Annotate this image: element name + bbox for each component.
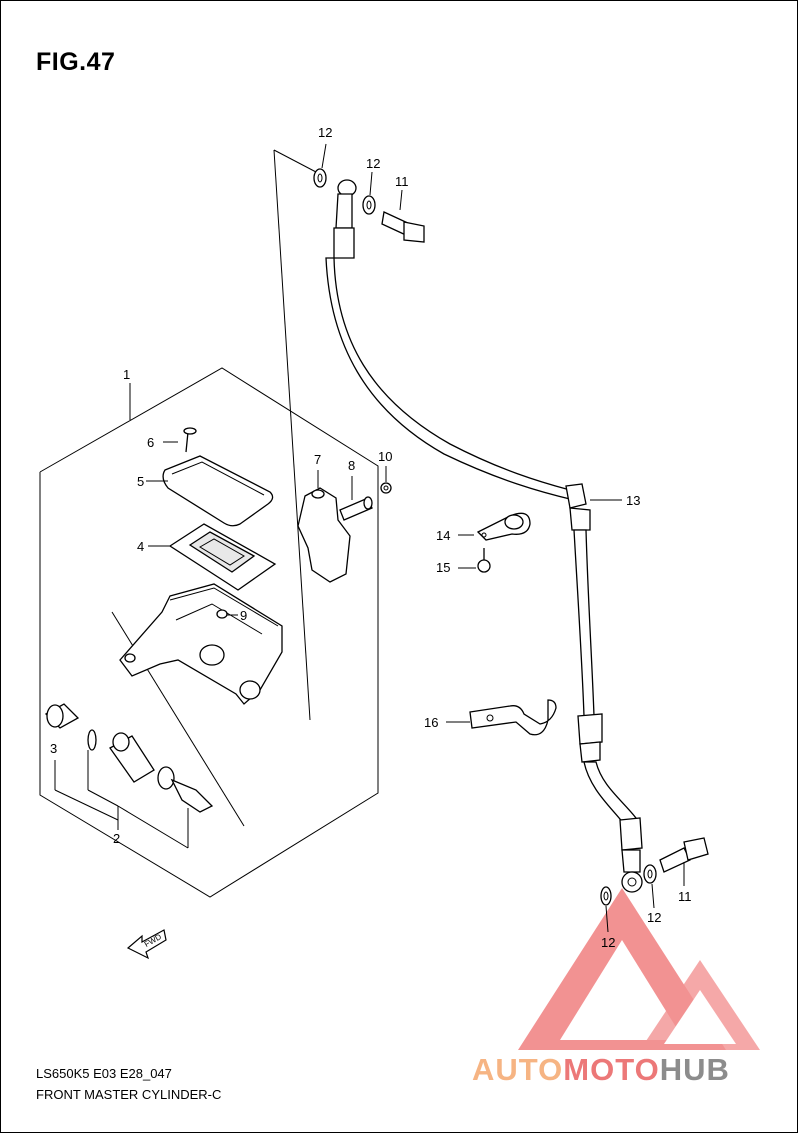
lever-bracket-part xyxy=(297,470,351,583)
lower-banjo-hardware xyxy=(600,837,709,933)
callout-14: 14 xyxy=(436,528,451,543)
reservoir-cap-part xyxy=(146,455,274,527)
callout-12-bottom-right: 12 xyxy=(647,910,662,925)
reservoir-screw-part xyxy=(163,427,197,453)
callout-12-top-left: 12 xyxy=(318,125,333,140)
callout-6: 6 xyxy=(147,435,155,450)
callout-2: 2 xyxy=(113,831,121,846)
diaphragm-plate-part xyxy=(148,523,277,591)
callout-11-lower: 11 xyxy=(678,889,692,904)
callout-4: 4 xyxy=(137,539,145,554)
callout-12-bottom-left: 12 xyxy=(601,935,616,950)
figure-code: LS650K5 E03 E28_047 xyxy=(36,1066,172,1081)
callout-3: 3 xyxy=(50,741,58,756)
callout-9: 9 xyxy=(240,608,248,623)
callout-7: 7 xyxy=(314,452,322,467)
upper-banjo-hardware xyxy=(313,143,425,243)
watermark-part-auto: AUTO xyxy=(472,1052,564,1087)
watermark-brand-text: AUTOMOTOHUB xyxy=(472,1052,730,1088)
watermark-part-moto: MOTO xyxy=(563,1052,660,1087)
master-cylinder-body-part xyxy=(119,583,283,705)
callout-1: 1 xyxy=(123,367,131,382)
callout-5: 5 xyxy=(137,474,145,489)
master-cylinder-assembly-outline xyxy=(39,367,379,898)
callout-13: 13 xyxy=(626,493,641,508)
callout-12-top-right: 12 xyxy=(366,156,381,171)
bracket-bolt-part xyxy=(339,476,373,521)
forward-arrow-icon xyxy=(126,929,167,960)
callout-11-upper: 11 xyxy=(395,174,409,189)
callout-10: 10 xyxy=(378,449,393,464)
brake-hose-part xyxy=(325,179,643,893)
figure-title: FIG.47 xyxy=(36,48,116,76)
hose-bracket-part xyxy=(446,699,557,736)
figure-caption: FRONT MASTER CYLINDER-C xyxy=(36,1087,222,1102)
callout-15: 15 xyxy=(436,560,451,575)
callout-16: 16 xyxy=(424,715,439,730)
watermark-logo-icon xyxy=(518,888,760,1050)
watermark-part-hub: HUB xyxy=(659,1052,730,1087)
hose-clamp-part xyxy=(458,512,531,541)
piston-kit-part xyxy=(44,703,214,849)
bracket-nut-part xyxy=(380,466,392,494)
callout-8: 8 xyxy=(348,458,356,473)
clamp-bolt-part xyxy=(458,548,491,573)
